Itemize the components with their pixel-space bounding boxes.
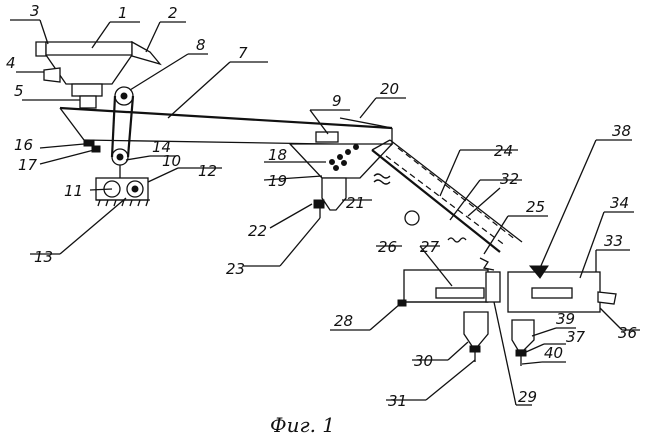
label-9: 9 [332, 92, 342, 110]
label-10: 10 [162, 152, 181, 170]
label-37: 37 [566, 328, 586, 346]
label-32: 32 [500, 170, 519, 188]
label-21: 21 [346, 194, 365, 212]
label-2: 2 [168, 4, 178, 22]
label-39: 39 [556, 310, 575, 328]
label-27: 27 [420, 238, 440, 256]
trough-conveyor [60, 108, 392, 145]
label-5: 5 [14, 82, 24, 100]
label-40: 40 [544, 344, 563, 362]
label-26: 26 [378, 238, 397, 256]
label-16: 16 [14, 136, 33, 154]
label-36: 36 [618, 324, 637, 342]
label-1: 1 [118, 4, 128, 22]
label-29: 29 [518, 388, 537, 406]
label-23: 23 [226, 260, 245, 278]
label-3: 3 [30, 2, 40, 20]
label-20: 20 [380, 80, 399, 98]
label-12: 12 [198, 162, 217, 180]
label-30: 30 [414, 352, 433, 370]
label-38: 38 [612, 122, 631, 140]
label-22: 22 [248, 222, 267, 240]
label-13: 13 [34, 248, 53, 266]
hopper-assembly [36, 42, 160, 108]
label-19: 19 [268, 172, 287, 190]
label-25: 25 [526, 198, 545, 216]
label-17: 17 [18, 156, 38, 174]
label-7: 7 [238, 44, 248, 62]
label-11: 11 [64, 182, 83, 200]
figure-caption: Фиг. 1 [270, 413, 335, 437]
label-34: 34 [610, 194, 629, 212]
label-18: 18 [268, 146, 287, 164]
label-24: 24 [494, 142, 513, 160]
label-4: 4 [6, 54, 16, 72]
label-31: 31 [388, 392, 407, 410]
left-separator [398, 270, 500, 362]
label-8: 8 [196, 36, 206, 54]
label-33: 33 [604, 232, 623, 250]
label-28: 28 [334, 312, 353, 330]
